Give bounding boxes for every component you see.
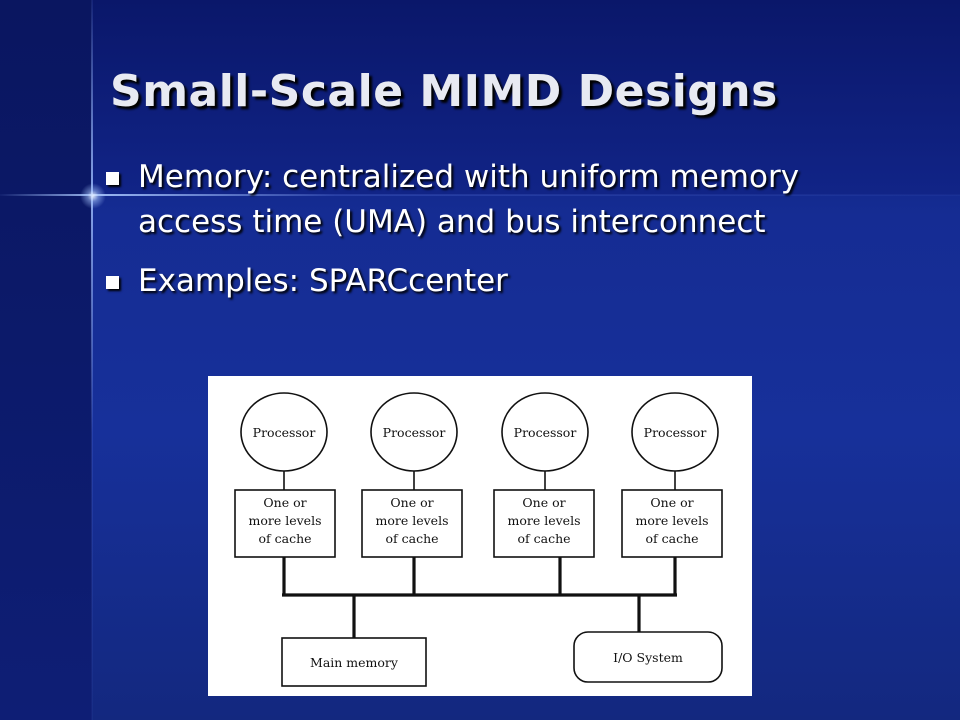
slide-title: Small-Scale MIMD Designs xyxy=(110,66,778,117)
io-system-box xyxy=(573,631,723,683)
header-band xyxy=(92,0,960,195)
bullet-text: Examples: SPARCcenter xyxy=(138,263,508,299)
decor-vertical-line xyxy=(91,0,93,720)
processor-label: Processor xyxy=(383,425,446,440)
square-bullet-icon xyxy=(106,276,119,289)
cache-label: more levels xyxy=(249,513,322,528)
cache-box xyxy=(621,489,723,558)
bullet-list: Memory: centralized with uniform memory … xyxy=(100,155,900,318)
cache-box xyxy=(361,489,463,558)
processor-label: Processor xyxy=(514,425,577,440)
cache-label: more levels xyxy=(636,513,709,528)
cache-label: of cache xyxy=(517,531,570,546)
bullet-item: Memory: centralized with uniform memory … xyxy=(100,155,900,245)
cache-label: more levels xyxy=(508,513,581,528)
cache-label: One or xyxy=(390,495,433,510)
bullet-text: Memory: centralized with uniform memory … xyxy=(138,159,800,240)
main-memory-label: Main memory xyxy=(310,655,399,670)
cache-label: of cache xyxy=(645,531,698,546)
cache-box xyxy=(493,489,595,558)
decor-horizontal-line xyxy=(0,194,960,196)
bullet-item: Examples: SPARCcenter xyxy=(100,259,900,304)
cache-label: of cache xyxy=(385,531,438,546)
square-bullet-icon xyxy=(106,172,119,185)
diagram-svg: Processor Processor Processor Processor … xyxy=(234,392,723,687)
processor-label: Processor xyxy=(253,425,316,440)
cache-label: of cache xyxy=(258,531,311,546)
main-memory-box xyxy=(281,637,427,687)
cache-label: One or xyxy=(522,495,565,510)
io-system-label: I/O System xyxy=(613,650,683,665)
cache-label: One or xyxy=(263,495,306,510)
cache-label: more levels xyxy=(376,513,449,528)
decor-sparkle xyxy=(80,183,106,209)
cache-label: One or xyxy=(650,495,693,510)
left-panel xyxy=(0,0,92,720)
processor-label: Processor xyxy=(644,425,707,440)
smp-bus-diagram: Processor Processor Processor Processor … xyxy=(208,376,752,696)
